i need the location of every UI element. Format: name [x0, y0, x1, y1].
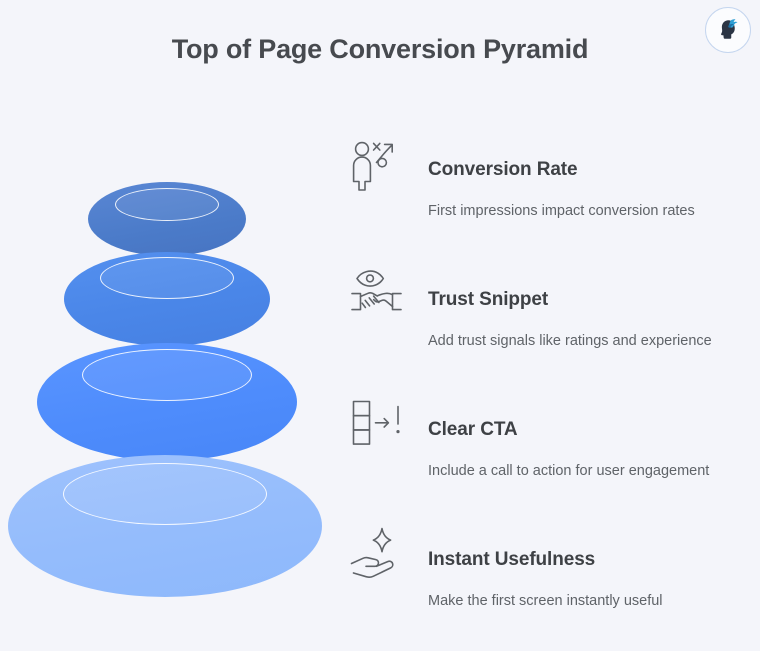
list-item: Instant Usefulness Make the first screen… [344, 516, 760, 646]
list-item: Trust Snippet Add trust signals like rat… [344, 256, 760, 386]
list-item-heading: Trust Snippet [428, 289, 549, 310]
page-title: Top of Page Conversion Pyramid [171, 34, 589, 64]
feature-list: Conversion Rate First impressions impact… [344, 126, 760, 646]
brand-logo-badge [705, 7, 751, 53]
list-item-description: Make the first screen instantly useful [428, 593, 663, 609]
list-item: Clear CTA Include a call to action for u… [344, 386, 760, 516]
pyramid-layer-4-ring [63, 463, 267, 525]
pyramid-layer-2 [64, 252, 270, 346]
pyramid-layer-1-ring [115, 188, 219, 221]
person-conversion-arrow-icon [348, 136, 408, 194]
list-item-description: First impressions impact conversion rate… [428, 203, 695, 219]
stacked-stone-pyramid [0, 100, 340, 650]
pyramid-layer-3 [37, 343, 297, 461]
pyramid-layer-4 [8, 455, 322, 597]
woman-head-silhouette-logo-icon [713, 15, 743, 45]
pyramid-layer-1 [88, 182, 246, 256]
stacked-blocks-arrow-exclamation-icon [348, 396, 408, 454]
list-item-heading: Clear CTA [428, 419, 518, 440]
list-item-heading: Conversion Rate [428, 159, 578, 180]
list-item: Conversion Rate First impressions impact… [344, 126, 760, 256]
pyramid-layer-2-ring [100, 257, 234, 299]
eye-handshake-trust-icon [348, 266, 408, 324]
pyramid-layer-3-ring [82, 349, 252, 401]
list-item-heading: Instant Usefulness [428, 549, 596, 570]
list-item-description: Add trust signals like ratings and exper… [428, 333, 712, 349]
hand-sparkle-icon [348, 526, 408, 584]
list-item-description: Include a call to action for user engage… [428, 463, 710, 479]
